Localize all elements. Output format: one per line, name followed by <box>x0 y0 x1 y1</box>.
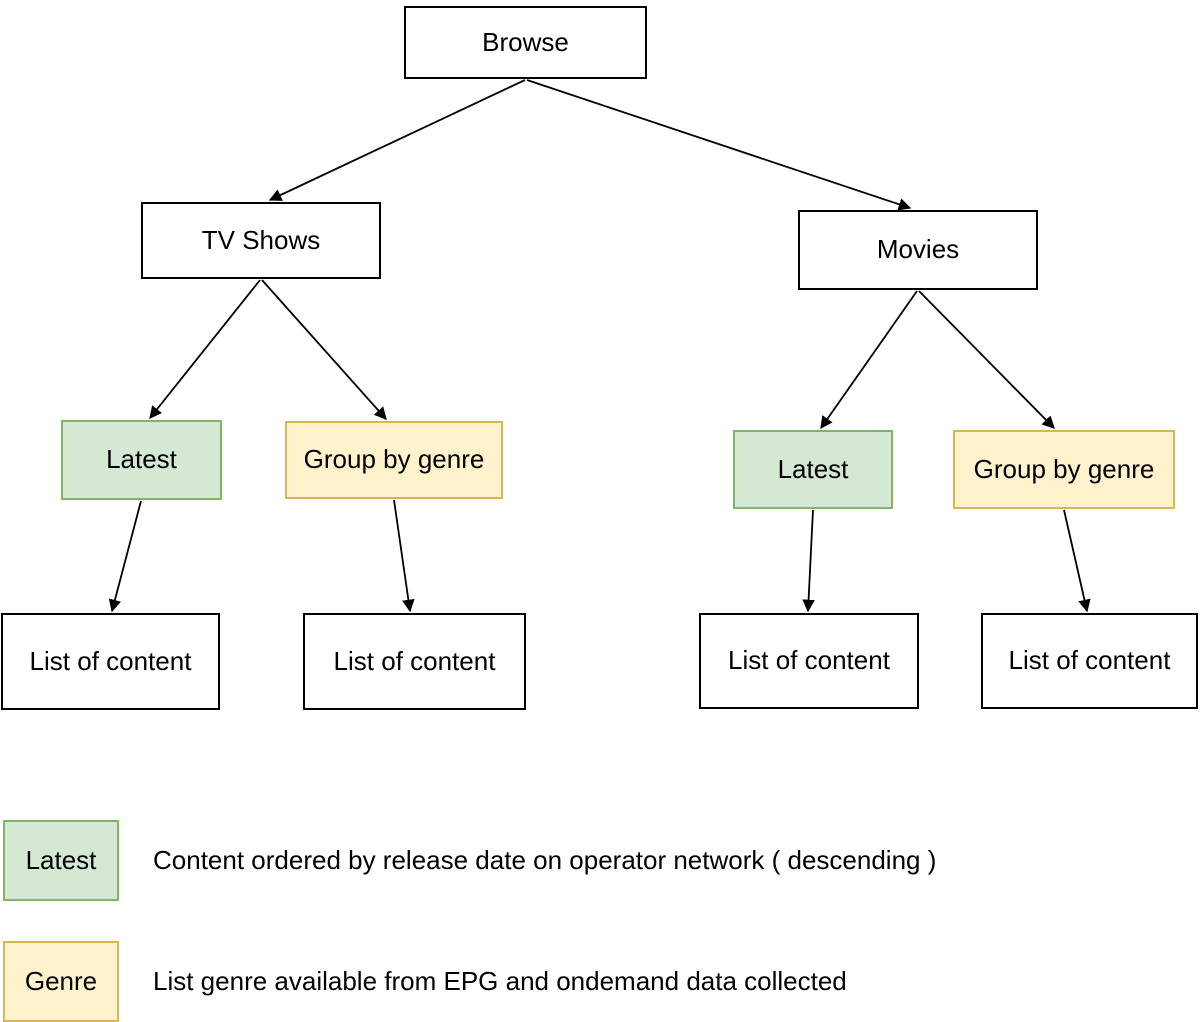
connector-arrow <box>918 290 1055 429</box>
node-movies-group-by-genre: Group by genre <box>953 430 1175 509</box>
node-movies: Movies <box>798 210 1038 290</box>
node-tv-genre-list-of-content: List of content <box>303 613 526 710</box>
connector-arrow <box>393 499 415 613</box>
node-tv-shows: TV Shows <box>141 202 381 279</box>
node-movies-latest-list-of-content: List of content <box>699 613 919 709</box>
connector-arrow <box>802 509 815 613</box>
connector-arrow <box>261 279 387 420</box>
legend-description-genre: List genre available from EPG and ondema… <box>153 966 847 996</box>
connector-arrow <box>149 279 261 419</box>
node-tv-latest: Latest <box>61 420 222 500</box>
legend-swatch-latest: Latest <box>3 820 119 901</box>
legend-description-latest: Content ordered by release date on opera… <box>153 845 937 875</box>
connector-arrow <box>820 290 918 430</box>
connector-arrow <box>108 500 142 613</box>
legend-swatch-genre: Genre <box>3 941 119 1022</box>
node-tv-latest-list-of-content: List of content <box>1 613 220 710</box>
node-tv-group-by-genre: Group by genre <box>285 421 503 499</box>
node-movies-latest: Latest <box>733 430 893 509</box>
connector-arrow <box>526 79 912 211</box>
node-browse: Browse <box>404 6 647 79</box>
node-movies-genre-list-of-content: List of content <box>981 613 1198 709</box>
connector-arrow <box>268 79 526 201</box>
connector-arrow <box>1063 509 1091 613</box>
